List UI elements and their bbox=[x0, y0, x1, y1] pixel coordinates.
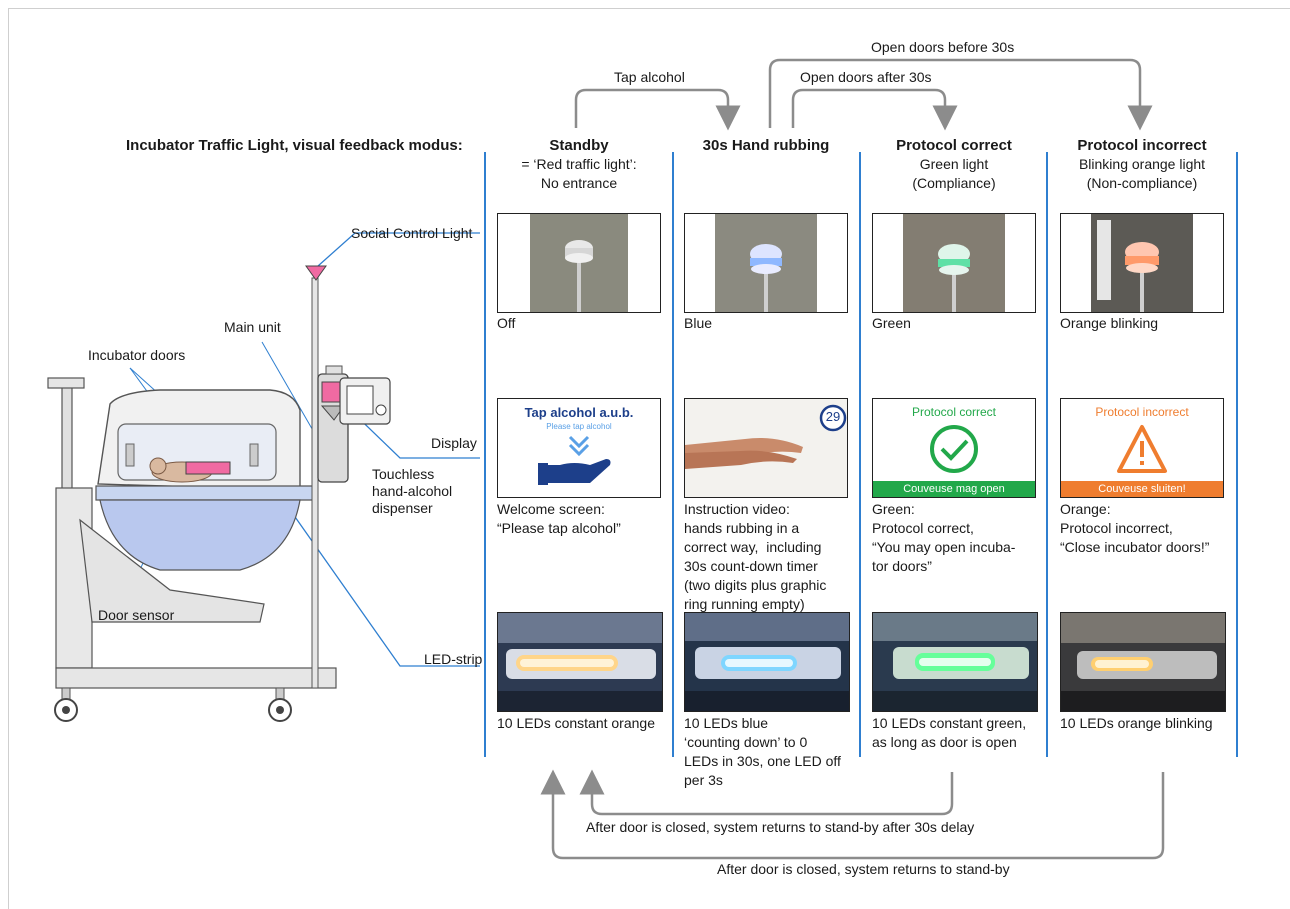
light-photo-correct bbox=[872, 213, 1036, 313]
chevron-down-icon bbox=[568, 435, 590, 457]
checkmark-icon bbox=[930, 425, 978, 473]
column-title-incorrect: Protocol incorrect bbox=[1077, 137, 1207, 154]
column-separator bbox=[484, 152, 486, 757]
label-dispenser: Touchless hand-alcohol dispenser bbox=[372, 466, 453, 516]
display-correct: Protocol correct Couveuse mag open bbox=[872, 398, 1036, 498]
column-separator bbox=[672, 152, 674, 757]
display-banner-correct: Couveuse mag open bbox=[873, 481, 1035, 497]
display-incorrect: Protocol incorrect Couveuse sluiten! bbox=[1060, 398, 1224, 498]
display-subheading-standby: Please tap alcohol bbox=[546, 422, 612, 431]
label-display: Display bbox=[431, 435, 477, 451]
column-subtitle-correct: Green light (Compliance) bbox=[912, 156, 996, 191]
arrow-open-before bbox=[768, 58, 1153, 131]
column-title-hand-rubbing: 30s Hand rubbing bbox=[702, 137, 830, 154]
arrow-return bbox=[540, 769, 1165, 860]
hand-icon bbox=[538, 459, 611, 485]
figure-frame bbox=[8, 8, 1290, 909]
led-caption-standby: 10 LEDs constant orange bbox=[497, 715, 655, 731]
display-caption-hand-rubbing: Instruction video: hands rubbing in a co… bbox=[684, 501, 827, 612]
column-title-correct: Protocol correct bbox=[896, 137, 1012, 154]
light-photo-standby bbox=[497, 213, 661, 313]
display-heading-incorrect: Protocol incorrect bbox=[1095, 405, 1189, 419]
display-heading-correct: Protocol correct bbox=[911, 405, 997, 419]
column-separator bbox=[859, 152, 861, 757]
label-led-strip: LED-strip bbox=[424, 651, 483, 667]
label-door-sensor: Door sensor bbox=[98, 607, 175, 623]
label-return: After door is closed, system returns to … bbox=[717, 861, 1010, 877]
column-separator bbox=[1046, 152, 1048, 757]
display-standby: Tap alcohol a.u.b. Please tap alcohol bbox=[497, 398, 661, 498]
light-photo-incorrect bbox=[1060, 213, 1224, 313]
countdown-timer: 29 bbox=[825, 409, 841, 424]
column-subtitle-standby: = ‘Red traffic light’: No entrance bbox=[521, 156, 637, 191]
light-caption-standby: Off bbox=[497, 315, 516, 331]
column-subtitle-incorrect: Blinking orange light (Non-compliance) bbox=[1078, 156, 1206, 191]
led-caption-incorrect: 10 LEDs orange blinking bbox=[1060, 715, 1213, 731]
label-open-after: Open doors after 30s bbox=[800, 69, 932, 85]
light-caption-correct: Green bbox=[872, 315, 911, 331]
arrow-return-delay bbox=[579, 769, 954, 816]
display-banner-incorrect: Couveuse sluiten! bbox=[1061, 481, 1223, 497]
led-photo-hand-rubbing bbox=[684, 612, 850, 712]
light-caption-incorrect: Orange blinking bbox=[1060, 315, 1159, 331]
label-open-before: Open doors before 30s bbox=[871, 39, 1015, 55]
label-main-unit: Main unit bbox=[224, 319, 281, 335]
light-caption-hand-rubbing: Blue bbox=[684, 315, 713, 331]
led-photo-correct bbox=[872, 612, 1038, 712]
display-caption-standby: Welcome screen: “Please tap alcohol” bbox=[497, 501, 621, 536]
hands-illustration bbox=[685, 438, 803, 469]
led-photo-standby bbox=[497, 612, 663, 712]
display-hand-rubbing: 29 bbox=[684, 398, 848, 498]
light-photo-hand-rubbing bbox=[684, 213, 848, 313]
row-title: Incubator Traffic Light, visual feedback… bbox=[126, 137, 463, 154]
arrow-tap-alcohol bbox=[574, 88, 741, 131]
incubator-illustration bbox=[47, 265, 391, 722]
display-heading-standby: Tap alcohol a.u.b. bbox=[524, 405, 634, 420]
display-caption-correct: Green: Protocol correct, “You may open i… bbox=[872, 501, 1016, 574]
column-separator bbox=[1236, 152, 1238, 757]
label-social-light: Social Control Light bbox=[351, 225, 473, 241]
led-photo-incorrect bbox=[1060, 612, 1226, 712]
label-tap-alcohol: Tap alcohol bbox=[614, 69, 685, 85]
warning-icon bbox=[1117, 425, 1167, 473]
column-title-standby: Standby bbox=[549, 137, 609, 154]
label-return-delay: After door is closed, system returns to … bbox=[586, 819, 975, 835]
label-incubator-doors: Incubator doors bbox=[88, 347, 186, 363]
arrow-open-after bbox=[791, 88, 958, 131]
led-caption-hand-rubbing: 10 LEDs blue ‘counting down’ to 0 LEDs i… bbox=[684, 715, 841, 788]
led-caption-correct: 10 LEDs constant green, as long as door … bbox=[872, 715, 1027, 750]
display-caption-incorrect: Orange: Protocol incorrect, “Close incub… bbox=[1060, 501, 1210, 555]
